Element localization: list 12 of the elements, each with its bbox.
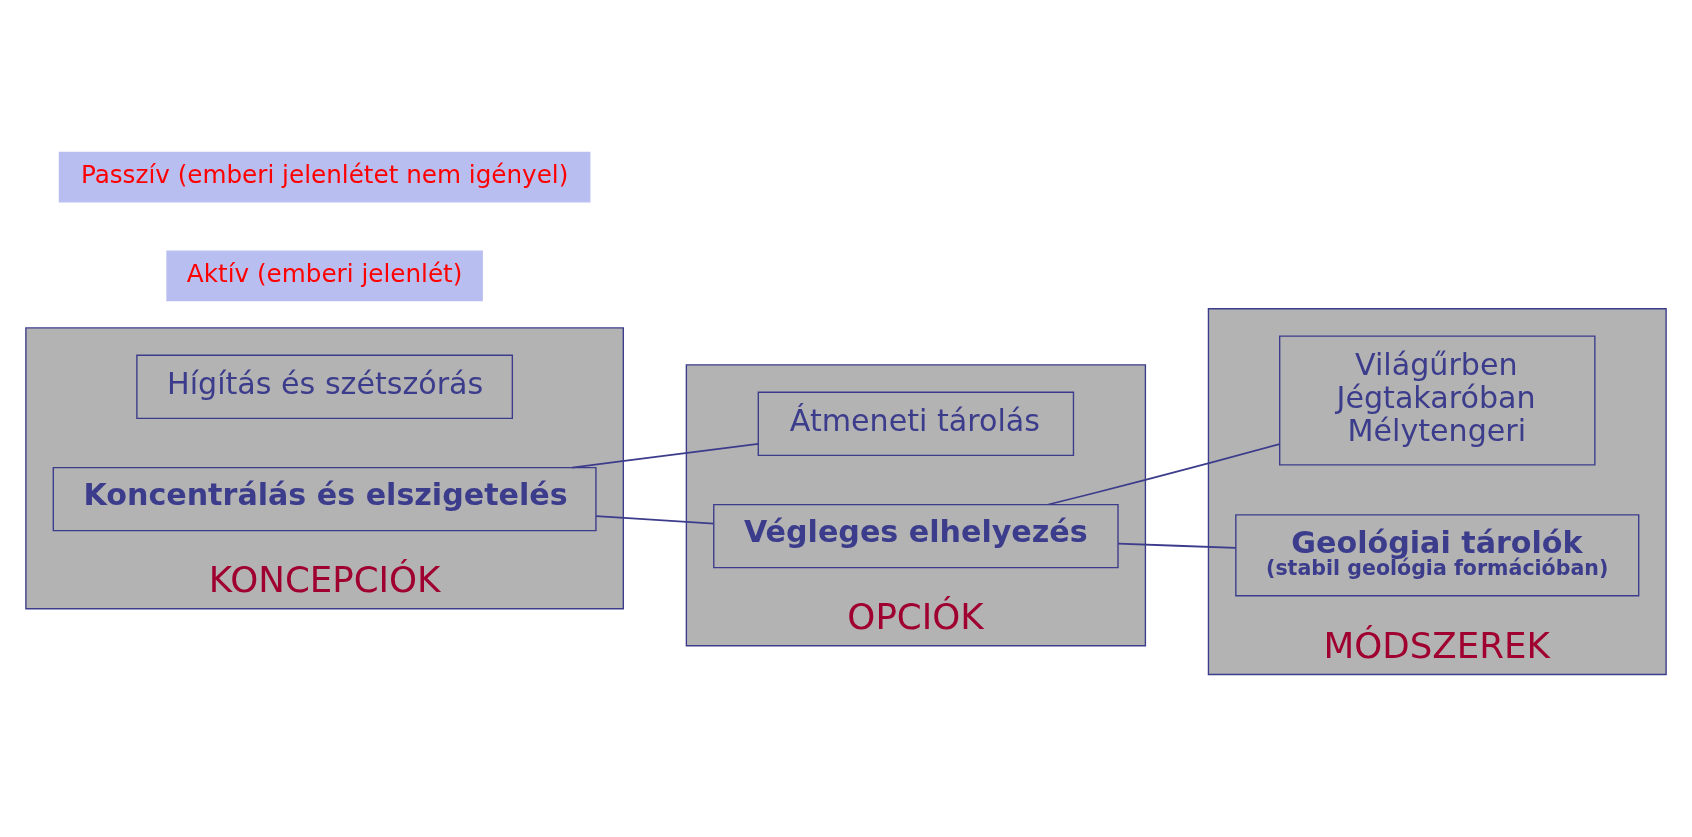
node-box: Koncentrálás és elszigetelés xyxy=(52,466,597,531)
connector xyxy=(571,442,760,468)
node-box: Átmeneti tárolás xyxy=(757,391,1075,456)
node-box: Aktív (emberi jelenlét) xyxy=(166,249,483,301)
node-box: Világűrben Jégtakaróban Mélytengeri xyxy=(1279,334,1596,466)
connector xyxy=(1117,542,1237,549)
node-box: Geológiai tárolók (stabil geológia formációban) xyxy=(1235,513,1640,596)
node-box: Passzív (emberi jelenlétet nem igényel) xyxy=(58,151,591,202)
connector xyxy=(595,514,715,524)
connector xyxy=(1047,442,1281,505)
node-box: Hígítás és szétszórás xyxy=(136,354,514,419)
node-box: Végleges elhelyezés xyxy=(713,503,1119,568)
